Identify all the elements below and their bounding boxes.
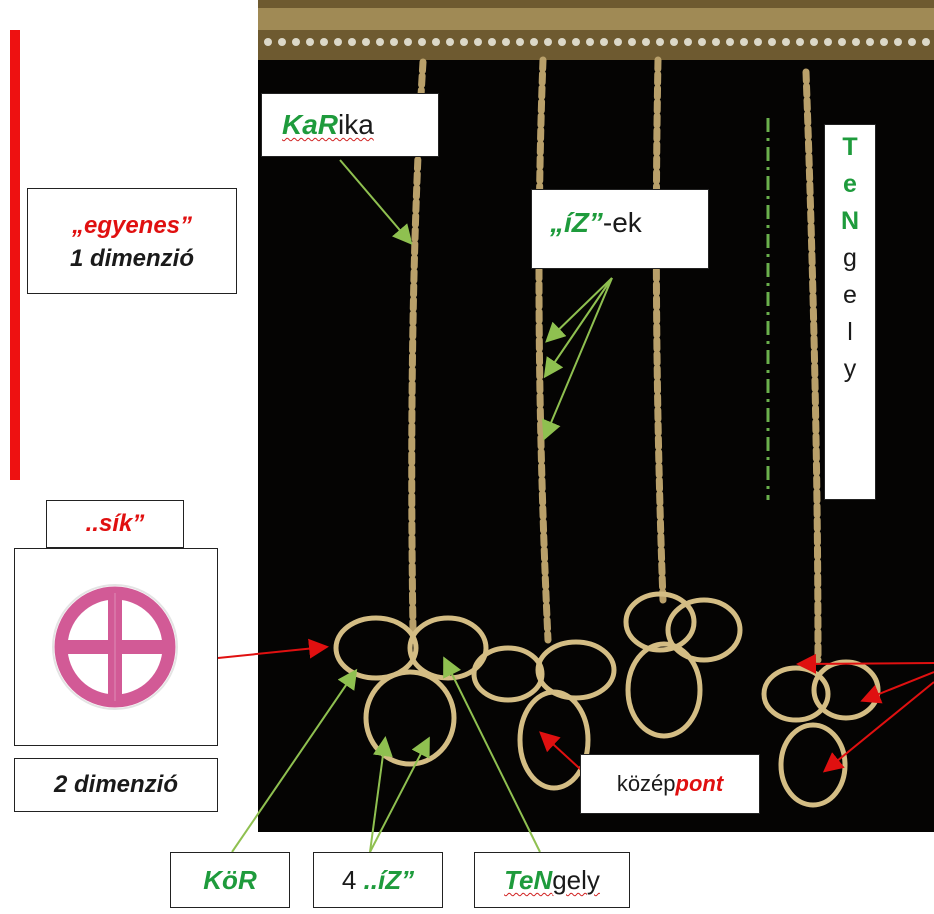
center-point-label: középpont xyxy=(580,754,760,814)
tengely-letter: e xyxy=(843,281,857,309)
arrow-iz-2 xyxy=(543,277,613,379)
line-label: „egyenes” xyxy=(71,212,193,239)
karika-label: KaRika xyxy=(261,93,439,157)
iz-text-a: „íZ” xyxy=(550,207,603,238)
line-dimension-label: „egyenes” 1 dimenzió xyxy=(27,188,237,294)
pendants xyxy=(333,591,881,808)
arrow-4iz-2 xyxy=(369,736,430,853)
tengely-letter: e xyxy=(843,170,857,198)
four-iz-label: 4 ..íZ” xyxy=(313,852,443,908)
tengely-letter: y xyxy=(843,355,857,383)
tengely-letter: l xyxy=(847,318,853,346)
arrow-sik xyxy=(217,638,329,659)
circle-cross-box xyxy=(14,548,218,746)
arrow-right-3 xyxy=(822,681,934,773)
kor-label: KöR xyxy=(170,852,290,908)
four-iz-num: 4 xyxy=(341,865,364,895)
arrow-iz-3 xyxy=(541,277,613,441)
plane-dim-text: 2 dimenzió xyxy=(53,771,179,798)
tengely-text-a: TeN xyxy=(504,865,553,895)
tengely-letter: g xyxy=(843,244,857,272)
line-dim-text: 1 dimenzió xyxy=(69,245,195,272)
circle-cross-icon xyxy=(52,584,178,710)
arrow-karika xyxy=(339,159,413,246)
center-text-b: pont xyxy=(675,771,724,796)
iz-text-b: -ek xyxy=(602,207,642,238)
arrow-right-1 xyxy=(796,653,934,674)
tengely-letter: N xyxy=(840,207,860,235)
tengely-label: TeNgely xyxy=(474,852,630,908)
jewelry-drawing xyxy=(258,0,934,808)
line-dimension-bar xyxy=(10,30,20,480)
iz-ek-label: „íZ”-ek xyxy=(531,189,709,269)
arrow-tengely xyxy=(443,656,541,853)
four-iz-word: ..íZ” xyxy=(363,865,415,895)
arrow-kor xyxy=(231,668,358,853)
plane-dimension-label: 2 dimenzió xyxy=(14,758,218,812)
pearl-row xyxy=(264,38,930,46)
arrow-4iz-1 xyxy=(369,736,393,853)
tengely-letter: T xyxy=(842,133,858,161)
karika-text-a: KaR xyxy=(282,109,339,140)
plane-label-text: ..sík” xyxy=(85,510,145,537)
karika-text-b: ika xyxy=(338,109,374,140)
center-text-a: közép xyxy=(616,771,676,796)
kor-text: KöR xyxy=(203,865,257,895)
tengely-text-b: gely xyxy=(552,865,600,895)
plane-label: ..sík” xyxy=(46,500,184,548)
arrow-right-2 xyxy=(860,671,934,704)
arrow-iz-1 xyxy=(545,277,613,343)
